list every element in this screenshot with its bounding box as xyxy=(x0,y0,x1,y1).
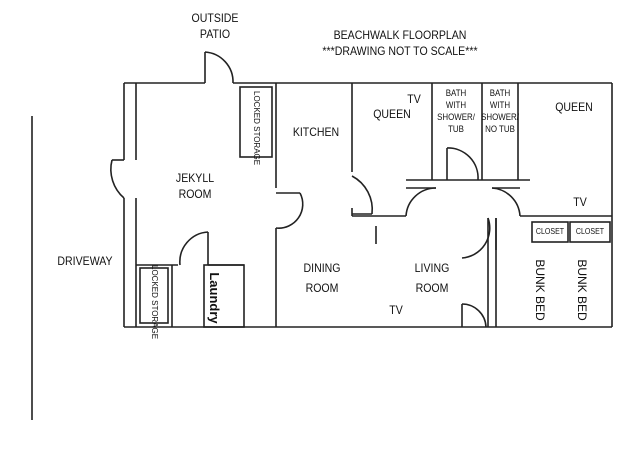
label-kitchen: KITCHEN xyxy=(292,125,340,139)
living-bottom-door-arc xyxy=(461,303,487,328)
label-queen-right: QUEEN xyxy=(555,100,593,114)
label-bunk-bed-2: BUNK BED xyxy=(575,259,589,321)
queen-door-arc xyxy=(351,175,374,215)
plan-subtitle: ***DRAWING NOT TO SCALE*** xyxy=(322,44,478,58)
locked-storage-top-box xyxy=(239,86,273,158)
label-bath-1-line-4: TUB xyxy=(448,124,464,134)
label-outside: OUTSIDE xyxy=(191,11,239,25)
label-tv-queen-left: TV xyxy=(407,92,421,106)
label-room: ROOM xyxy=(178,187,212,201)
label-dining-room-word: ROOM xyxy=(305,281,339,295)
label-bunk-bed-1: BUNK BED xyxy=(533,259,547,321)
label-tv-living: TV xyxy=(389,303,403,317)
laundry-door-arc xyxy=(179,231,209,266)
hall-door-left-arc xyxy=(405,187,437,217)
label-bath-2-line-4: NO TUB xyxy=(485,124,515,134)
label-bath-1-line-1: BATH xyxy=(445,88,467,98)
label-dining: DINING xyxy=(303,261,341,275)
label-bath-2-line-2: WITH xyxy=(489,100,511,110)
label-bath-2: BATH WITH SHOWER/ NO TUB xyxy=(481,87,520,135)
label-bath-1-line-2: WITH xyxy=(445,100,467,110)
label-bath-1: BATH WITH SHOWER/ TUB xyxy=(433,87,479,135)
west-door-arc xyxy=(110,159,125,199)
patio-door-arc xyxy=(204,51,234,84)
locked-storage-bottom-box xyxy=(139,267,169,324)
closet-1-box xyxy=(531,221,569,243)
closet-2-box xyxy=(569,221,611,243)
bath1-door-arc xyxy=(446,147,479,181)
plan-title: BEACHWALK FLOORPLAN xyxy=(333,28,467,42)
label-locked-storage-top: LOCKED STORAGE xyxy=(252,91,261,166)
label-jekyll: JEKYLL xyxy=(175,171,215,185)
label-jekyll-room: JEKYLL ROOM xyxy=(169,170,222,202)
label-living: LIVING xyxy=(414,261,450,275)
living-door-arc xyxy=(461,217,491,259)
label-closet-2: CLOSET xyxy=(575,227,605,236)
label-bath-2-line-1: BATH xyxy=(489,88,511,98)
label-living-room: LIVING ROOM xyxy=(406,260,459,296)
label-bath-2-line-3: SHOWER/ xyxy=(481,112,519,122)
label-locked-storage-bottom: LOCKED STORAGE xyxy=(150,265,159,340)
label-patio: PATIO xyxy=(199,27,231,41)
label-queen-left: QUEEN xyxy=(373,107,411,121)
label-bath-1-line-3: SHOWER/ xyxy=(437,112,475,122)
label-outside-patio: OUTSIDE PATIO xyxy=(184,10,246,42)
door-jekyll-kitchen-arc xyxy=(275,192,304,229)
label-living-room-word: ROOM xyxy=(415,281,449,295)
label-driveway: DRIVEWAY xyxy=(57,254,113,268)
label-tv-queen-right: TV xyxy=(573,195,587,209)
laundry-box xyxy=(203,264,245,328)
hall-door-right-arc xyxy=(491,187,521,217)
label-dining-room: DINING ROOM xyxy=(296,260,349,296)
label-closet-1: CLOSET xyxy=(535,227,565,236)
label-laundry: Laundry xyxy=(207,272,222,324)
